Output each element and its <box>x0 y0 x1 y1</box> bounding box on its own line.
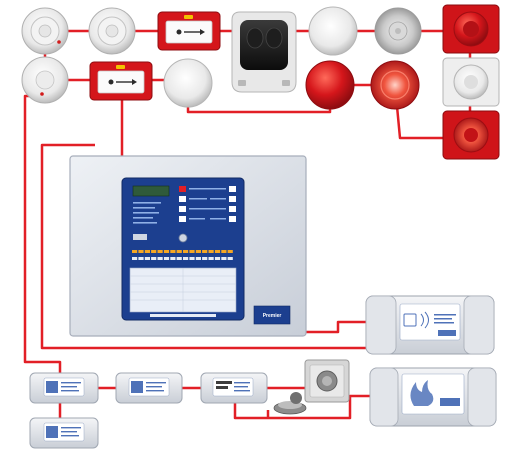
zone-led <box>138 250 143 253</box>
door-magnet <box>305 360 349 402</box>
zone-led <box>202 257 207 260</box>
zone-led <box>158 250 163 253</box>
zone-led <box>158 257 163 260</box>
interface-module-1 <box>30 373 98 403</box>
beacon-red-flashing <box>371 61 419 109</box>
zone-led <box>196 250 201 253</box>
manual-call-point-1 <box>158 12 220 50</box>
interface-module-3 <box>116 373 182 403</box>
zone-led <box>183 257 188 260</box>
zone-led <box>228 257 233 260</box>
zone-led <box>164 250 169 253</box>
door-retainer <box>274 392 306 414</box>
power-supply-unit <box>370 368 496 426</box>
optical-detector <box>309 7 357 55</box>
zone-led <box>132 257 137 260</box>
panel-lcd-display <box>133 186 169 196</box>
zone-led <box>196 257 201 260</box>
zone-led <box>183 250 188 253</box>
interface-module-4 <box>201 373 267 403</box>
smoke-detector-1 <box>22 8 68 54</box>
panel-key-switch <box>179 234 187 242</box>
zone-led <box>221 257 226 260</box>
zone-led <box>221 250 226 253</box>
zone-led <box>138 257 143 260</box>
wireless-translator <box>366 296 494 354</box>
zone-led <box>189 250 194 253</box>
zone-led <box>215 257 220 260</box>
wall-sounder-white <box>443 58 499 106</box>
zone-led <box>145 250 150 253</box>
panel-brand-text: Premier <box>263 313 282 319</box>
wall-sounder-red-strobe <box>443 111 499 159</box>
zone-led <box>151 257 156 260</box>
zone-led <box>215 250 220 253</box>
zone-led <box>209 257 214 260</box>
wire-to-translator <box>305 322 370 332</box>
zone-led <box>177 257 182 260</box>
smoke-detector-3 <box>22 57 68 103</box>
wall-sounder-red <box>443 5 499 53</box>
interface-module-2 <box>30 418 98 448</box>
zone-led <box>209 250 214 253</box>
zone-led <box>177 250 182 253</box>
zone-led <box>170 257 175 260</box>
optical-detector-2 <box>164 59 212 107</box>
zone-led <box>189 257 194 260</box>
zone-led <box>132 250 137 253</box>
zone-led <box>145 257 150 260</box>
heat-detector <box>375 8 421 54</box>
fire-alarm-control-panel: Premier <box>70 156 306 336</box>
zone-led <box>151 250 156 253</box>
smoke-detector-2 <box>89 8 135 54</box>
beacon-red <box>306 61 354 109</box>
zone-led <box>170 250 175 253</box>
zone-led <box>228 250 233 253</box>
beam-detector <box>232 12 296 92</box>
zone-led <box>164 257 169 260</box>
manual-call-point-2 <box>90 62 152 100</box>
zone-led <box>202 250 207 253</box>
